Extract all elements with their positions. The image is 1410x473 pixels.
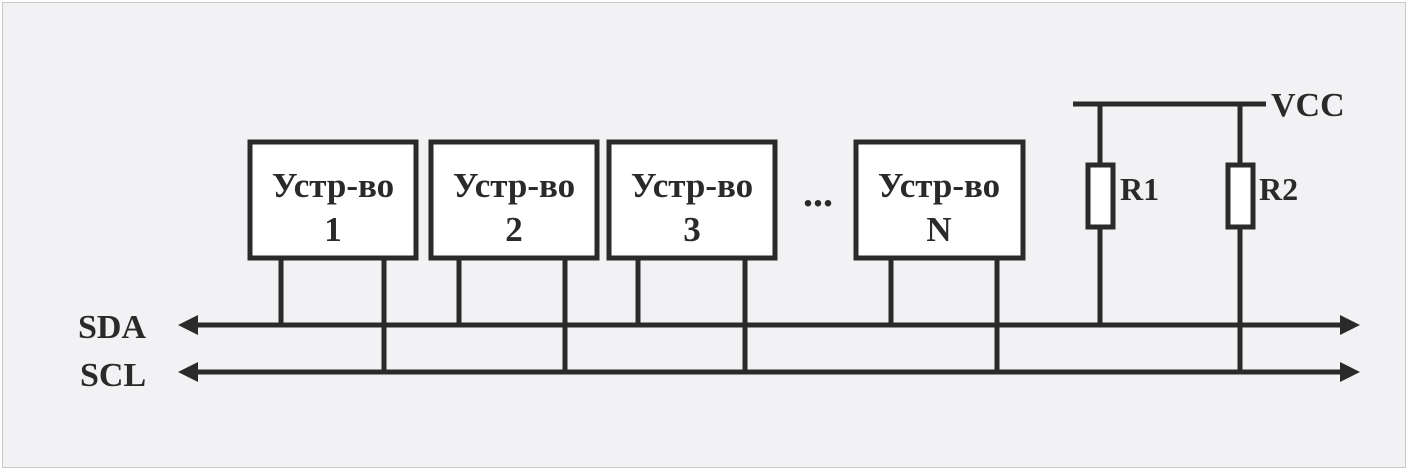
ellipsis: ... [803, 170, 833, 215]
device-3-box [606, 139, 778, 261]
device-3-number: 3 [683, 210, 701, 249]
sda-right-arrow [1340, 315, 1360, 335]
device-2: Устр-во 2 [428, 139, 600, 372]
r2-label: R2 [1259, 171, 1298, 207]
scl-left-arrow [178, 362, 198, 382]
scl-label: SCL [80, 357, 146, 394]
device-2-box [428, 139, 600, 261]
device-n: Устр-во N [853, 139, 1026, 372]
vcc-label: VCC [1271, 87, 1345, 124]
device-n-box [853, 139, 1026, 261]
resistor-r2: R2 [1225, 104, 1298, 372]
device-1-label: Устр-во [272, 166, 394, 205]
r1-label: R1 [1120, 171, 1159, 207]
device-3-label: Устр-во [631, 166, 753, 205]
r1-body [1085, 162, 1116, 230]
r2-body [1225, 162, 1256, 230]
device-2-number: 2 [505, 210, 523, 249]
device-n-label: Устр-во [878, 166, 1000, 205]
device-1-number: 1 [324, 210, 342, 249]
device-1-box [247, 139, 419, 261]
device-2-label: Устр-во [453, 166, 575, 205]
sda-left-arrow [178, 315, 198, 335]
device-3: Устр-во 3 [606, 139, 778, 372]
device-1: Устр-во 1 [247, 139, 419, 372]
scl-right-arrow [1340, 362, 1360, 382]
device-n-number: N [926, 210, 951, 249]
resistor-r1: R1 [1085, 104, 1159, 325]
sda-label: SDA [78, 309, 146, 346]
